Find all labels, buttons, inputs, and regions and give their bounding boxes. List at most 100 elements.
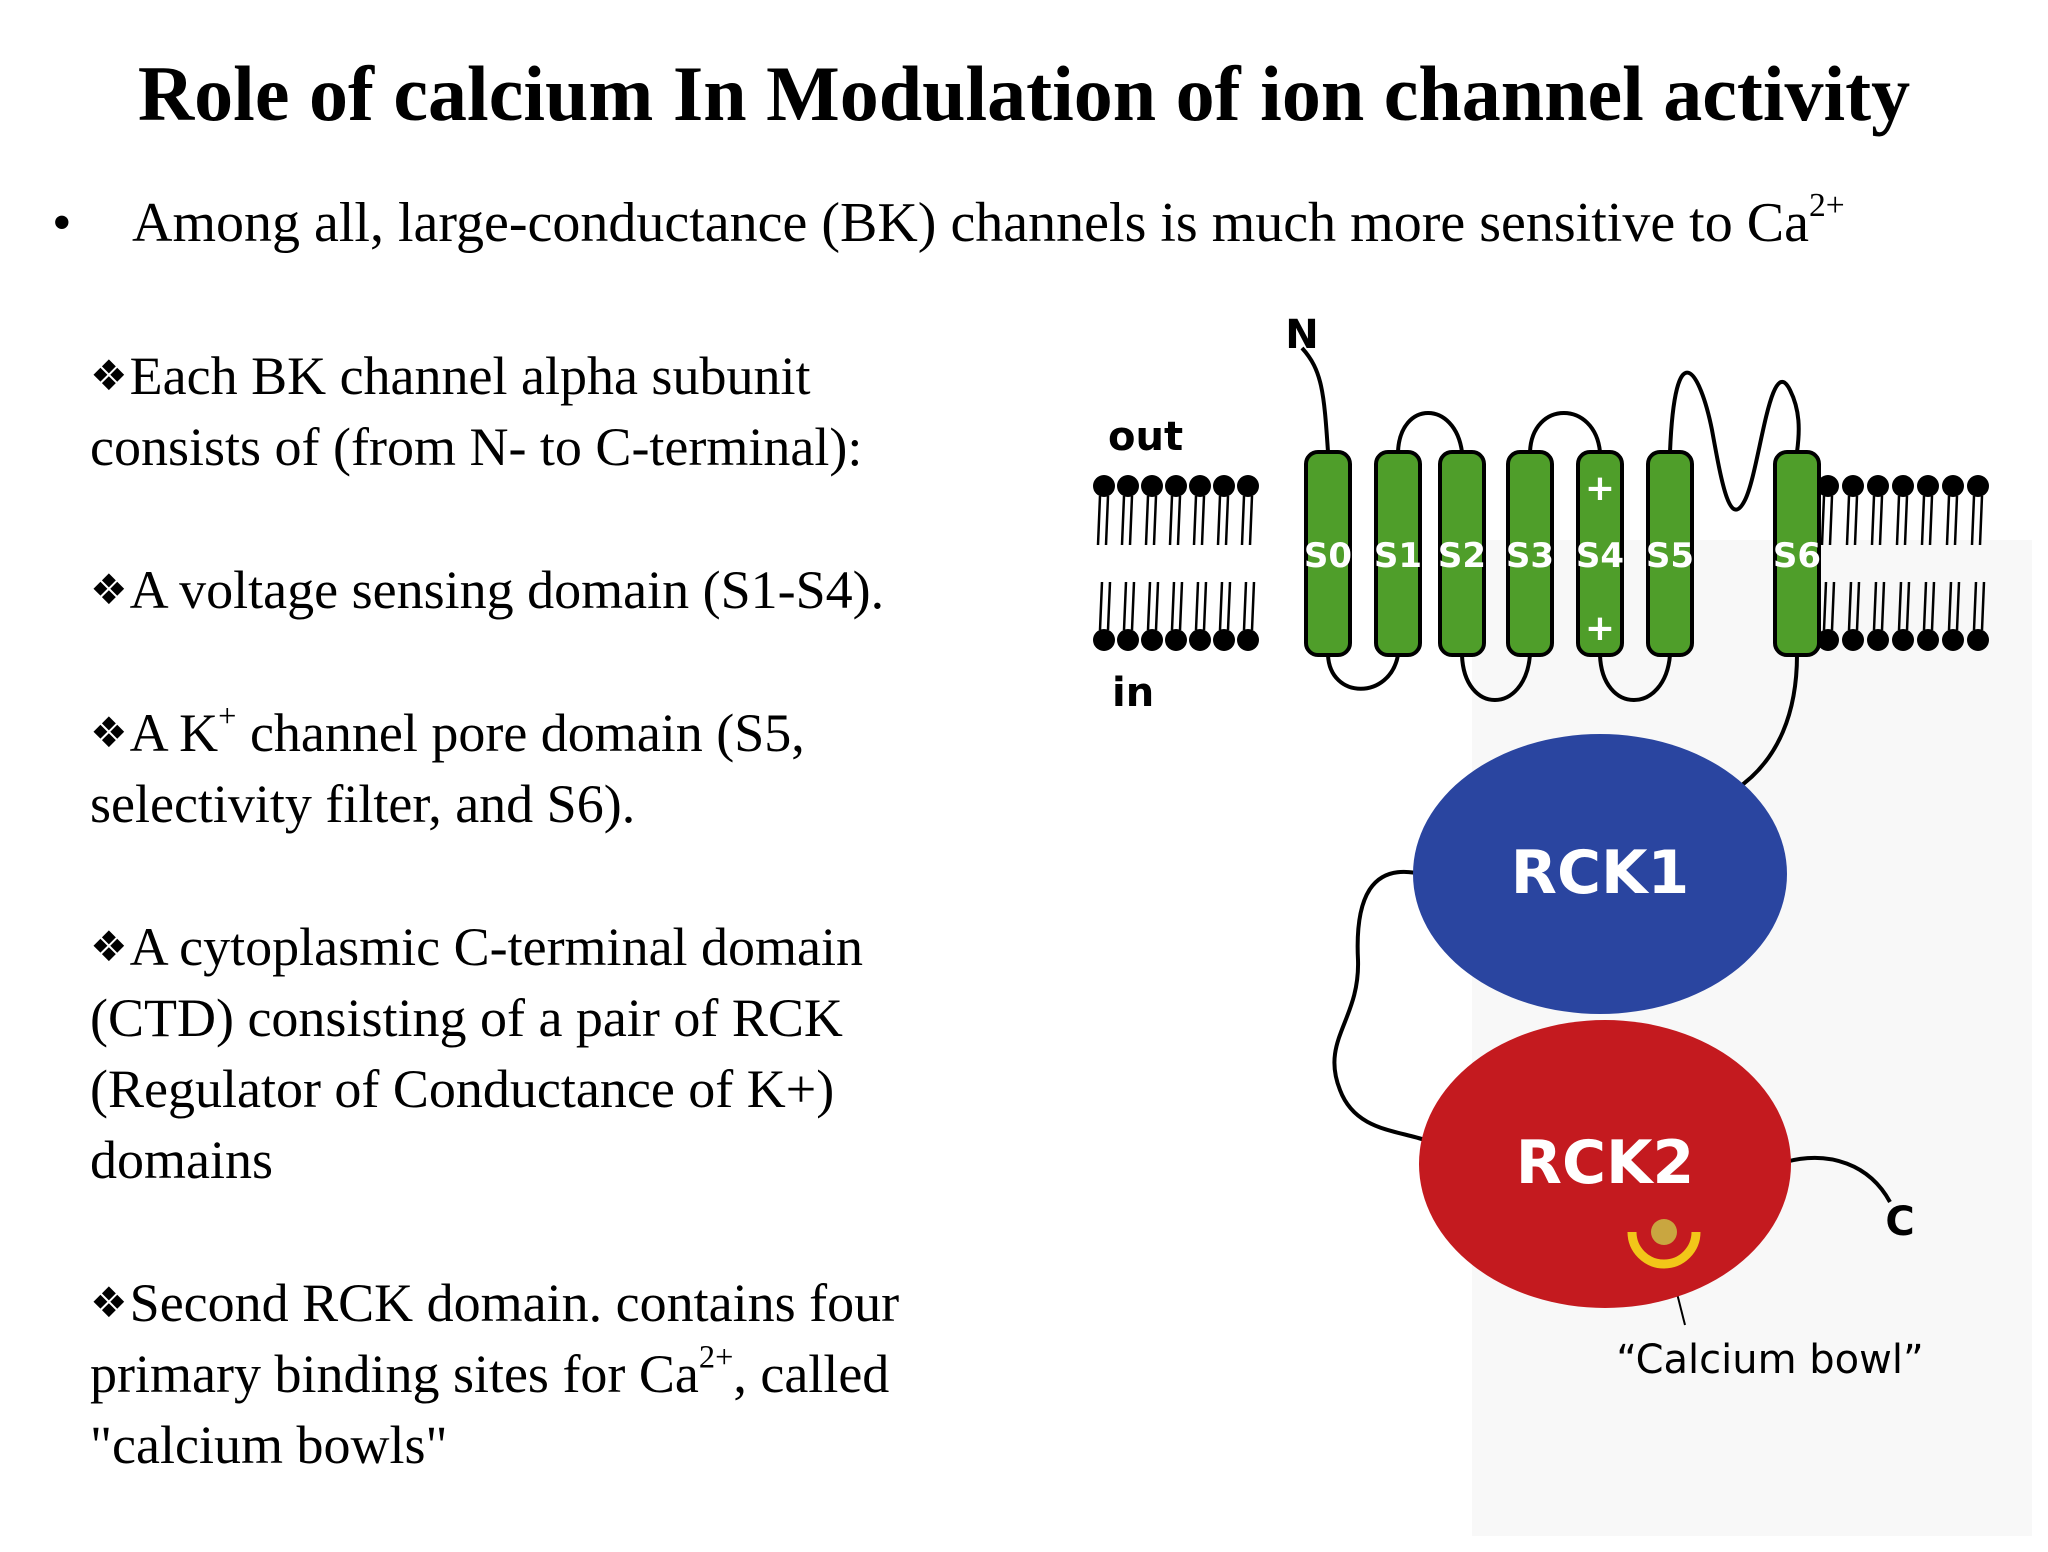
- point-line: A cytoplasmic C-terminal domain: [129, 917, 864, 977]
- lipid-head: [1093, 475, 1115, 497]
- s4-charge-top: +: [1585, 468, 1615, 509]
- diamond-bullet-icon: ❖: [90, 565, 128, 614]
- point-cytoplasmic-domain: ❖A cytoplasmic C-terminal domain (CTD) c…: [90, 911, 1030, 1196]
- loop-s4-s5: [1598, 654, 1672, 702]
- linker-rck1-rck2: [1332, 869, 1426, 1142]
- lipid-tail: [1970, 495, 1984, 546]
- lipid-tail: [1122, 581, 1136, 631]
- point-voltage-sensing: ❖A voltage sensing domain (S1-S4).: [90, 554, 1030, 626]
- segment-s2: [1438, 450, 1486, 657]
- lipid-head: [1237, 629, 1259, 651]
- c-terminal-label: C: [1885, 1199, 1914, 1245]
- lipid-head: [1917, 629, 1939, 651]
- diamond-bullet-icon: ❖: [90, 1278, 128, 1327]
- lipid-head: [1917, 475, 1939, 497]
- lipid-head: [1141, 629, 1163, 651]
- lipid-tail: [1845, 495, 1859, 546]
- n-terminal-label: N: [1285, 312, 1318, 358]
- loop-s0-s1: [1326, 654, 1400, 691]
- n-terminal-tail: [1300, 346, 1330, 453]
- lipid-head: [1942, 475, 1964, 497]
- point-alpha-subunit: ❖Each BK channel alpha subunit consists …: [90, 340, 1030, 483]
- lipid-head: [1942, 629, 1964, 651]
- point-line: (Regulator of Conductance of K+): [90, 1059, 835, 1119]
- lipid-head: [1117, 475, 1139, 497]
- point-line: Each BK channel alpha subunit: [129, 346, 811, 406]
- point-superscript: +: [218, 698, 237, 735]
- rck1-domain: [1413, 734, 1787, 1014]
- segment-label: S3: [1506, 536, 1554, 576]
- lipid-head: [1817, 629, 1839, 651]
- point-line: , called: [733, 1344, 890, 1404]
- segment-label: S6: [1773, 536, 1821, 576]
- slide-title: Role of calcium In Modulation of ion cha…: [137, 50, 1911, 137]
- lipid-tail: [1144, 495, 1158, 546]
- loop-s3-s4: [1528, 411, 1602, 453]
- point-line: primary binding sites for Ca: [90, 1344, 699, 1404]
- main-bullet-text: Among all, large-conductance (BK) channe…: [132, 192, 1809, 254]
- lipid-tail: [1897, 581, 1911, 631]
- s4-charge-bottom: +: [1585, 608, 1615, 649]
- main-bullet-superscript: 2+: [1808, 186, 1845, 224]
- calcium-bowl-label: “Calcium bowl”: [1616, 1337, 1923, 1383]
- segment-s1: [1374, 450, 1422, 657]
- lipid-tail: [1098, 581, 1112, 631]
- point-superscript: 2+: [698, 1339, 734, 1376]
- out-label: out: [1108, 414, 1183, 460]
- diamond-bullet-icon: ❖: [90, 351, 128, 400]
- calcium-bowl-icon: [1627, 1231, 1701, 1269]
- segment-s6: [1773, 450, 1821, 657]
- lipid-head: [1165, 475, 1187, 497]
- pore-loop: [1668, 370, 1801, 512]
- backbone: [1300, 346, 1892, 1326]
- lipid-tail: [1820, 495, 1834, 546]
- lipid-tail: [1194, 581, 1208, 631]
- lipid-head: [1842, 629, 1864, 651]
- segment-s5: [1646, 450, 1694, 657]
- point-line: domains: [90, 1130, 273, 1190]
- lipid-head: [1817, 475, 1839, 497]
- lipid-tail: [1120, 495, 1134, 546]
- lipid-tail: [1146, 581, 1160, 631]
- lipid-tail: [1822, 581, 1836, 631]
- point-pore-domain: ❖A K+ channel pore domain (S5, selectivi…: [90, 697, 1030, 840]
- lipid-head: [1165, 629, 1187, 651]
- bowl-pointer: [1663, 1241, 1686, 1326]
- lipid-head: [1213, 629, 1235, 651]
- lipid-head: [1093, 629, 1115, 651]
- lipid-tail: [1945, 495, 1959, 546]
- lipid-tail: [1872, 581, 1886, 631]
- point-line: "calcium bowls": [90, 1415, 448, 1475]
- lipid-tail: [1947, 581, 1961, 631]
- point-second-rck: ❖Second RCK domain. contains four primar…: [90, 1267, 1030, 1481]
- diagram-panel: [1472, 540, 2032, 1536]
- lipid-tail: [1218, 581, 1232, 631]
- in-label: in: [1112, 670, 1154, 716]
- segment-label: S1: [1374, 536, 1422, 576]
- segment-label: S4: [1576, 536, 1624, 576]
- point-line: consists of (from N- to C-terminal):: [90, 417, 863, 477]
- point-line: A K: [129, 703, 219, 763]
- point-line: A voltage sensing domain (S1-S4).: [129, 560, 885, 620]
- linker-s6-rck1: [1733, 654, 1799, 792]
- lipid-head: [1867, 629, 1889, 651]
- lipid-tail: [1895, 495, 1909, 546]
- lipid-tail: [1242, 581, 1256, 631]
- lipid-tail: [1870, 495, 1884, 546]
- segment-s4: [1576, 450, 1624, 657]
- rck2-domain: [1419, 1020, 1791, 1308]
- point-line: Second RCK domain. contains four: [129, 1273, 900, 1333]
- lipid-tail: [1240, 495, 1254, 546]
- segment-label: S2: [1438, 536, 1486, 576]
- bullet-marker: •: [52, 192, 72, 254]
- lipid-head: [1117, 629, 1139, 651]
- segment-s0: [1304, 450, 1352, 657]
- main-bullet: • Among all, large-conductance (BK) chann…: [52, 188, 2032, 258]
- lipid-tail: [1192, 495, 1206, 546]
- lipid-tail: [1096, 495, 1110, 546]
- lipid-head: [1213, 475, 1235, 497]
- lipid-head: [1189, 475, 1211, 497]
- rck1-label: RCK1: [1511, 838, 1689, 908]
- lipid-tail: [1216, 495, 1230, 546]
